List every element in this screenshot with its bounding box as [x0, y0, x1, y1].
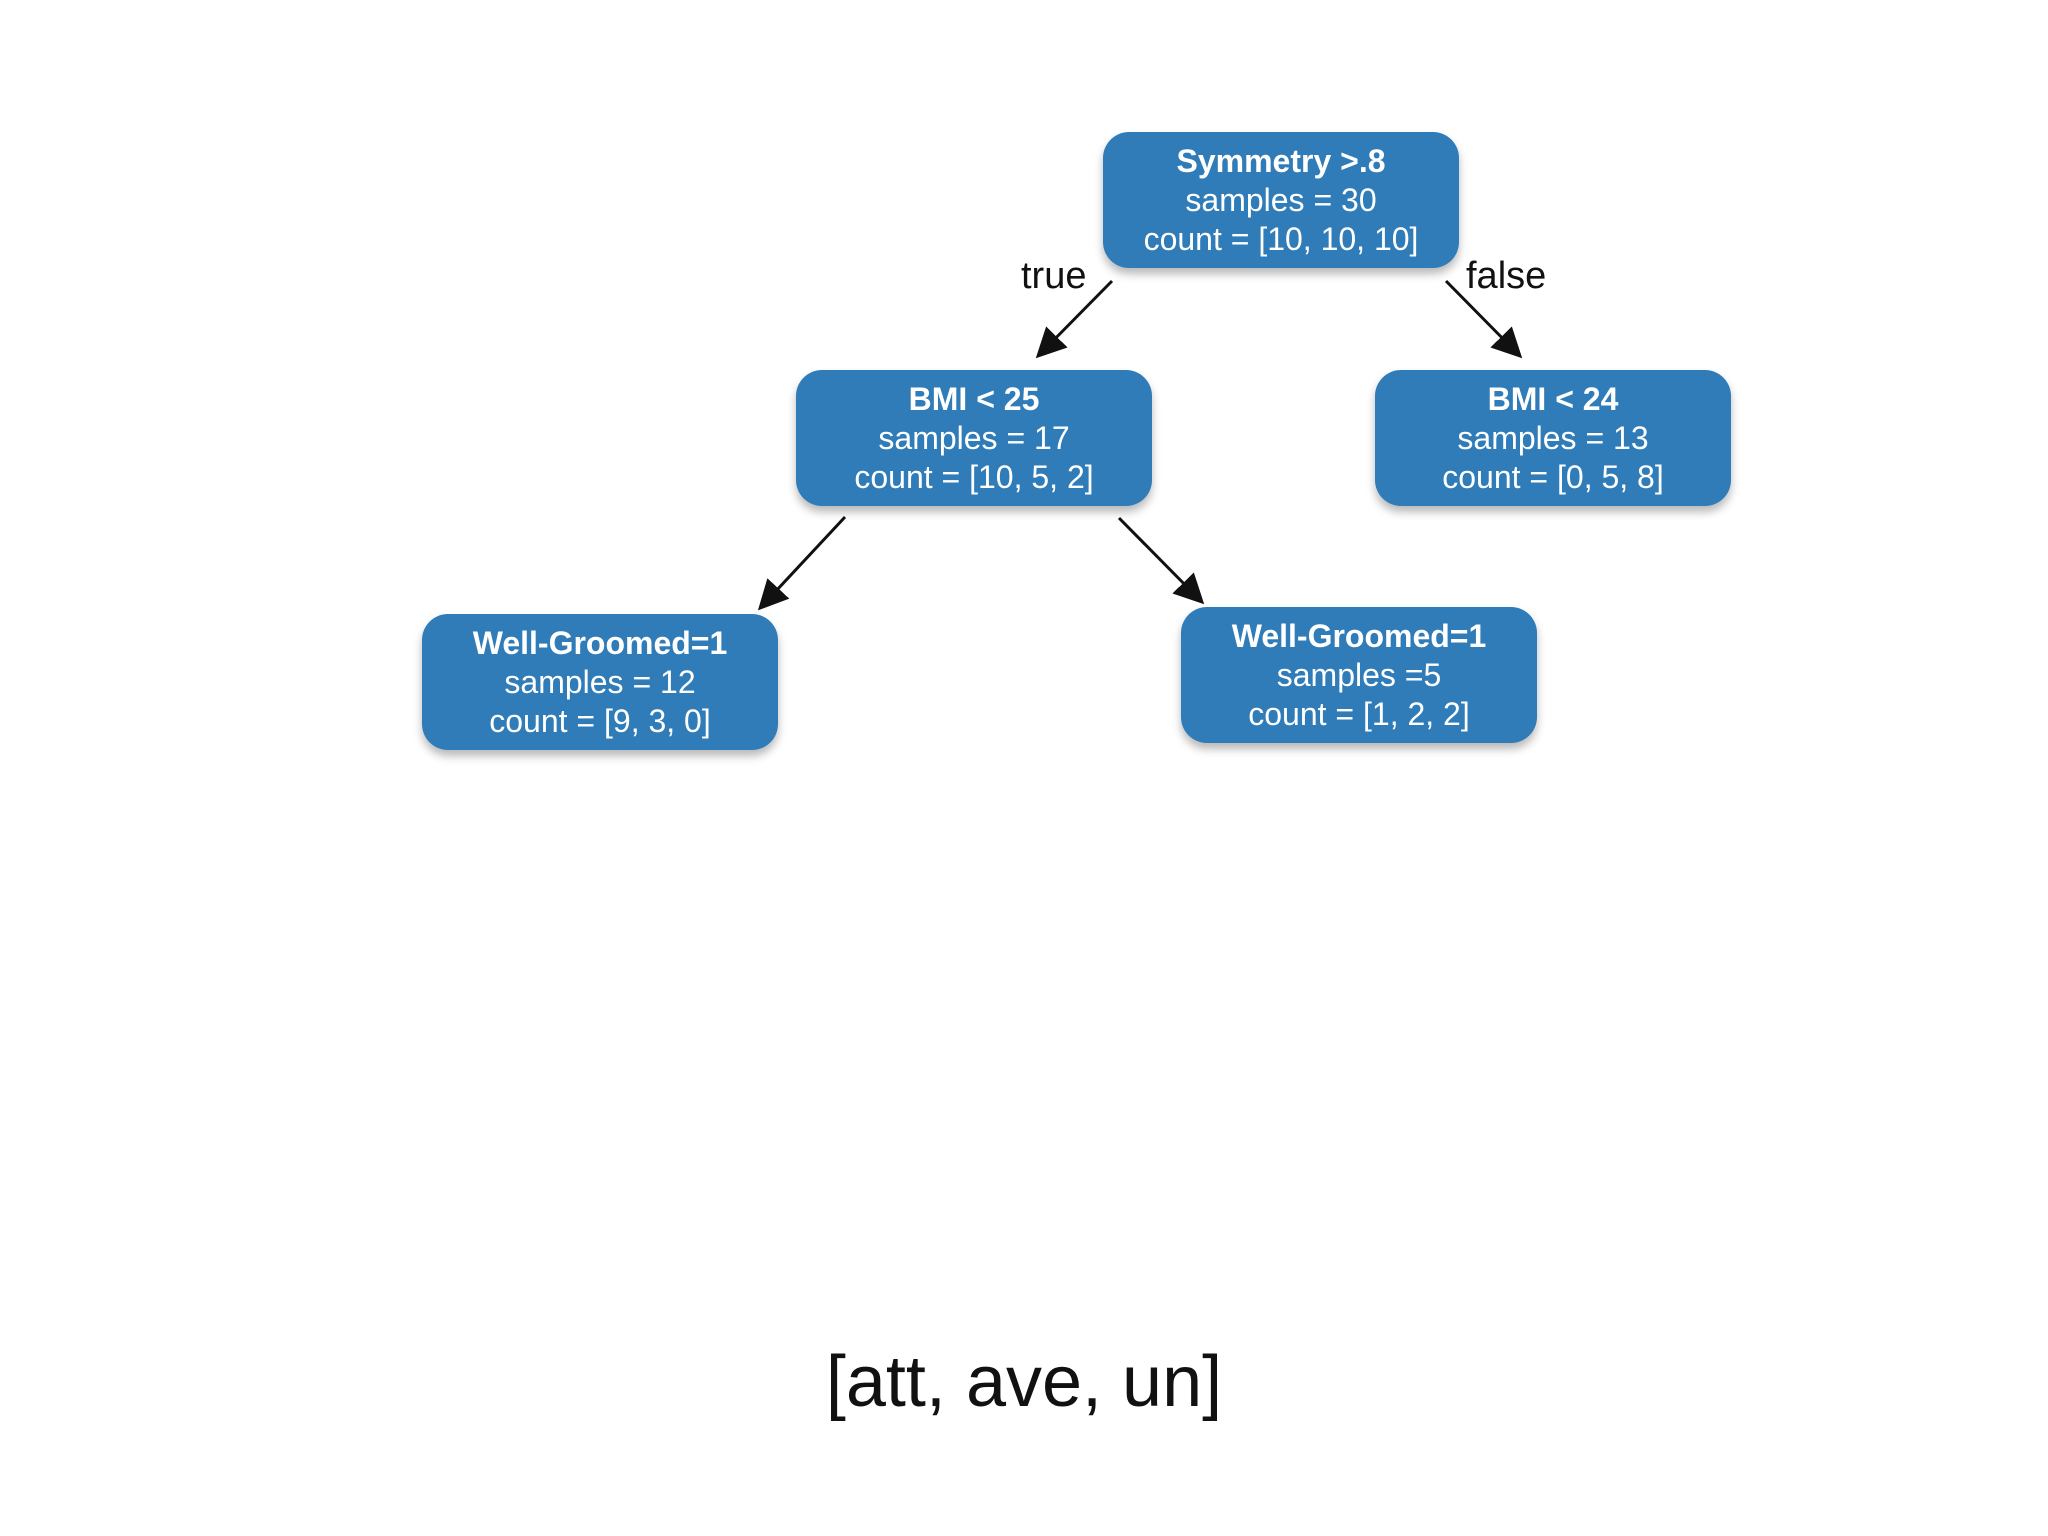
- node-left-left: Well-Groomed=1 samples = 12 count = [9, …: [422, 614, 778, 750]
- node-left-title: BMI < 25: [908, 380, 1040, 417]
- node-left-count: count = [10, 5, 2]: [854, 458, 1094, 495]
- node-left-left-samples: samples = 12: [504, 663, 696, 700]
- edge-root-to-right: [1444, 279, 1523, 359]
- node-left: BMI < 25 samples = 17 count = [10, 5, 2]: [796, 370, 1152, 506]
- node-right: BMI < 24 samples = 13 count = [0, 5, 8]: [1375, 370, 1731, 506]
- node-root-samples: samples = 30: [1185, 181, 1377, 218]
- edge-left-to-leftleft: [757, 515, 847, 611]
- node-right-samples: samples = 13: [1457, 419, 1649, 456]
- node-left-samples: samples = 17: [878, 419, 1070, 456]
- node-left-left-count: count = [9, 3, 0]: [489, 702, 711, 739]
- edge-label-false: false: [1466, 255, 1547, 297]
- slide-caption: [att, ave, un]: [825, 1342, 1223, 1422]
- edge-left-to-leftright: [1117, 516, 1205, 605]
- node-root-title: Symmetry >.8: [1176, 142, 1386, 179]
- node-right-count: count = [0, 5, 8]: [1442, 458, 1664, 495]
- node-left-right: Well-Groomed=1 samples =5 count = [1, 2,…: [1181, 607, 1537, 743]
- node-left-right-count: count = [1, 2, 2]: [1248, 695, 1470, 732]
- edge-label-true: true: [1021, 255, 1087, 297]
- edge-root-to-left: [1035, 279, 1114, 359]
- node-root-count: count = [10, 10, 10]: [1143, 220, 1419, 257]
- node-left-right-samples: samples =5: [1276, 656, 1442, 693]
- node-root: Symmetry >.8 samples = 30 count = [10, 1…: [1103, 132, 1459, 268]
- node-left-left-title: Well-Groomed=1: [472, 624, 728, 661]
- node-right-title: BMI < 24: [1487, 380, 1619, 417]
- node-left-right-title: Well-Groomed=1: [1231, 617, 1487, 654]
